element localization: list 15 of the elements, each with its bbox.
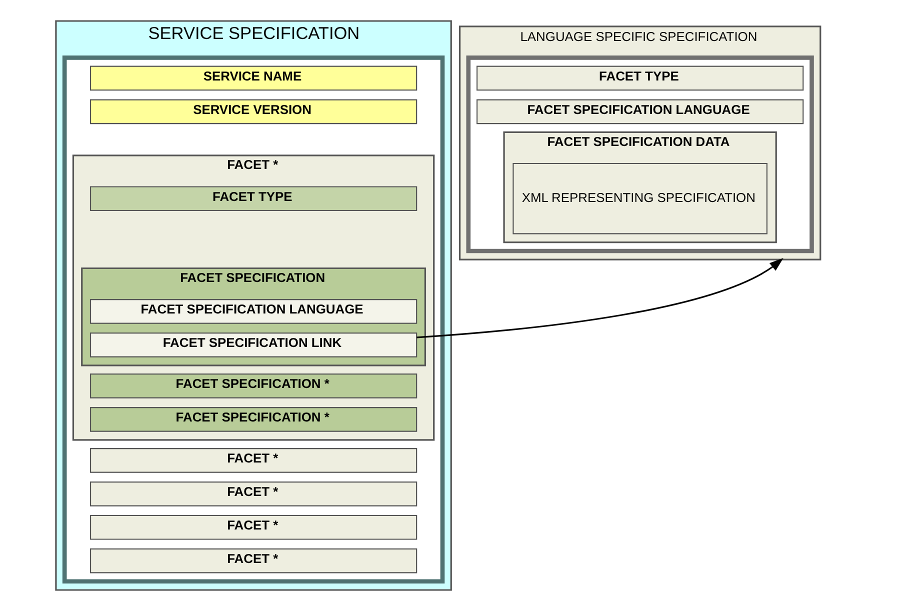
node-box: SERVICE NAME — [89, 66, 417, 91]
node-box: FACET SPECIFICATION LINK — [89, 332, 417, 358]
node-box: FACET * — [89, 481, 417, 506]
cluster — [466, 56, 814, 254]
node-box: FACET SPECIFICATION * — [89, 406, 417, 432]
node-box: SERVICE VERSION — [89, 99, 417, 124]
node-box: XML REPRESENTING SPECIFICATION — [512, 162, 767, 234]
node-box: FACET TYPE — [476, 66, 804, 91]
node-box: FACET SPECIFICATION LANGUAGE — [89, 299, 417, 324]
node-box: FACET * — [89, 514, 417, 540]
node-box: FACET SPECIFICATION * — [89, 374, 417, 398]
node-box: FACET * — [89, 448, 417, 473]
node-box: FACET TYPE — [89, 186, 417, 212]
node-box: FACET SPECIFICATION LANGUAGE — [476, 99, 804, 124]
node-box: FACET * — [89, 548, 417, 574]
